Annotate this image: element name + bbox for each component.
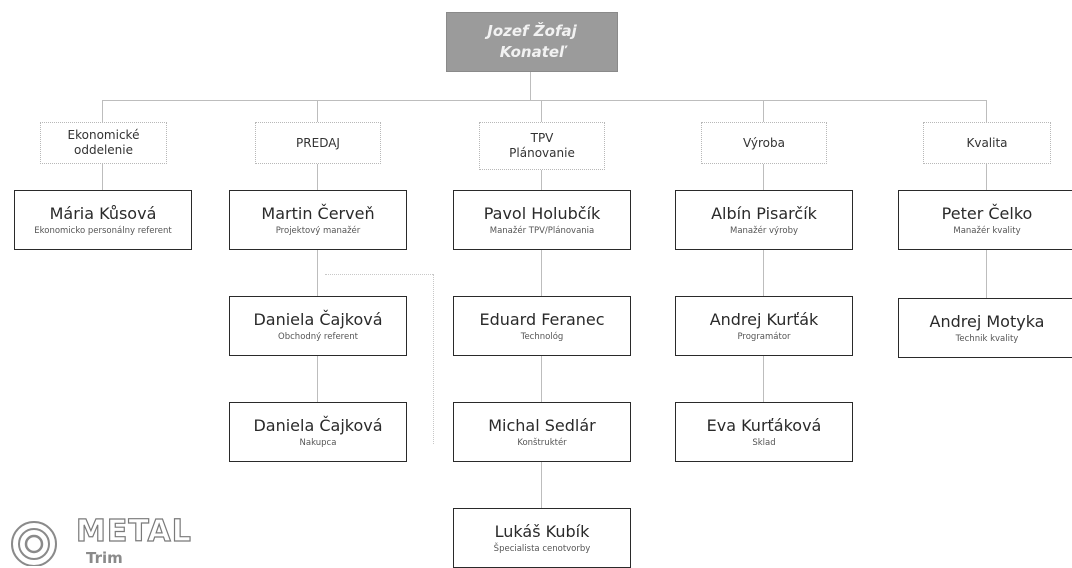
root-name: Jozef Žofaj xyxy=(487,22,577,40)
person-role: Projektový manažér xyxy=(275,225,361,236)
person-role: Ekonomicko personálny referent xyxy=(34,225,172,236)
department-bus xyxy=(102,100,987,101)
dept-label-line: Výroba xyxy=(743,135,785,150)
person-box: Daniela Čajková Nakupca xyxy=(229,402,407,462)
dotted-guide xyxy=(433,274,434,444)
connector xyxy=(317,248,318,296)
person-name: Michal Sedlár xyxy=(488,415,596,435)
person-role: Sklad xyxy=(752,437,776,448)
person-box: Albín Pisarčík Manažér výroby xyxy=(675,190,853,250)
root-connector xyxy=(530,70,531,100)
dept-label-line: oddelenie xyxy=(74,143,133,157)
person-role: Špecialista cenotvorby xyxy=(493,543,591,554)
person-name: Eduard Feranec xyxy=(479,309,605,329)
company-logo: METAL Trim xyxy=(6,506,206,567)
connector xyxy=(763,354,764,402)
dotted-guide xyxy=(325,274,433,275)
person-name: Albín Pisarčík xyxy=(711,203,817,223)
dept-predaj: PREDAJ xyxy=(255,122,381,164)
person-box: Eva Kurťáková Sklad xyxy=(675,402,853,462)
person-role: Nakupca xyxy=(299,437,337,448)
person-name: Mária Kůsová xyxy=(49,203,157,223)
person-role: Konštruktér xyxy=(517,437,567,448)
person-box: Peter Čelko Manažér kvality xyxy=(898,190,1072,250)
person-name: Peter Čelko xyxy=(941,203,1033,223)
connector xyxy=(541,460,542,508)
person-box: Daniela Čajková Obchodný referent xyxy=(229,296,407,356)
dept-label-line: Ekonomické xyxy=(67,128,140,142)
dept-connector xyxy=(541,100,542,122)
person-name: Pavol Holubčík xyxy=(483,203,601,223)
dept-label-line: TPV xyxy=(530,131,554,145)
person-name: Martin Červeň xyxy=(261,203,375,223)
person-role: Manažér výroby xyxy=(729,225,799,236)
root-box-konatel: Jozef Žofaj Konateľ xyxy=(446,12,618,72)
dept-connector xyxy=(317,100,318,122)
connector xyxy=(541,168,542,190)
logo-sub-text: Trim xyxy=(86,549,123,567)
person-name: Lukáš Kubík xyxy=(494,521,590,541)
dept-connector xyxy=(763,100,764,122)
person-box: Andrej Motyka Technik kvality xyxy=(898,298,1072,358)
person-name: Andrej Motyka xyxy=(929,311,1045,331)
dept-connector xyxy=(986,100,987,122)
person-box: Martin Červeň Projektový manažér xyxy=(229,190,407,250)
dept-label-line: PREDAJ xyxy=(296,135,340,150)
person-role: Manažér kvality xyxy=(953,225,1021,236)
dept-tpv-planovanie: TPV Plánovanie xyxy=(479,122,605,170)
connector xyxy=(986,248,987,298)
dept-ekonomicke-oddelenie: Ekonomické oddelenie xyxy=(40,122,167,164)
person-role: Manažér TPV/Plánovania xyxy=(489,225,595,236)
metal-trim-logo-icon xyxy=(11,521,57,566)
logo-brand-text: METAL xyxy=(75,513,192,549)
dept-connector xyxy=(102,100,103,122)
root-title: Konateľ xyxy=(499,43,565,61)
person-name: Daniela Čajková xyxy=(253,309,383,329)
connector xyxy=(763,248,764,296)
connector xyxy=(541,248,542,296)
connector xyxy=(317,354,318,402)
connector xyxy=(102,162,103,190)
person-name: Daniela Čajková xyxy=(253,415,383,435)
person-box: Pavol Holubčík Manažér TPV/Plánovania xyxy=(453,190,631,250)
connector xyxy=(986,162,987,190)
dept-label-line: Kvalita xyxy=(966,135,1008,150)
person-box: Lukáš Kubík Špecialista cenotvorby xyxy=(453,508,631,568)
connector xyxy=(763,162,764,190)
dept-vyroba: Výroba xyxy=(701,122,827,164)
person-role: Obchodný referent xyxy=(278,331,358,342)
connector xyxy=(541,354,542,402)
person-box: Eduard Feranec Technológ xyxy=(453,296,631,356)
person-name: Andrej Kurťák xyxy=(709,309,819,329)
person-name: Eva Kurťáková xyxy=(706,415,822,435)
dept-kvalita: Kvalita xyxy=(923,122,1051,164)
person-box: Andrej Kurťák Programátor xyxy=(675,296,853,356)
person-role: Programátor xyxy=(737,331,791,342)
dept-label-line: Plánovanie xyxy=(509,146,575,160)
person-role: Technológ xyxy=(520,331,564,342)
connector xyxy=(317,162,318,190)
person-role: Technik kvality xyxy=(955,333,1019,344)
person-box: Michal Sedlár Konštruktér xyxy=(453,402,631,462)
person-box: Mária Kůsová Ekonomicko personálny refer… xyxy=(14,190,192,250)
